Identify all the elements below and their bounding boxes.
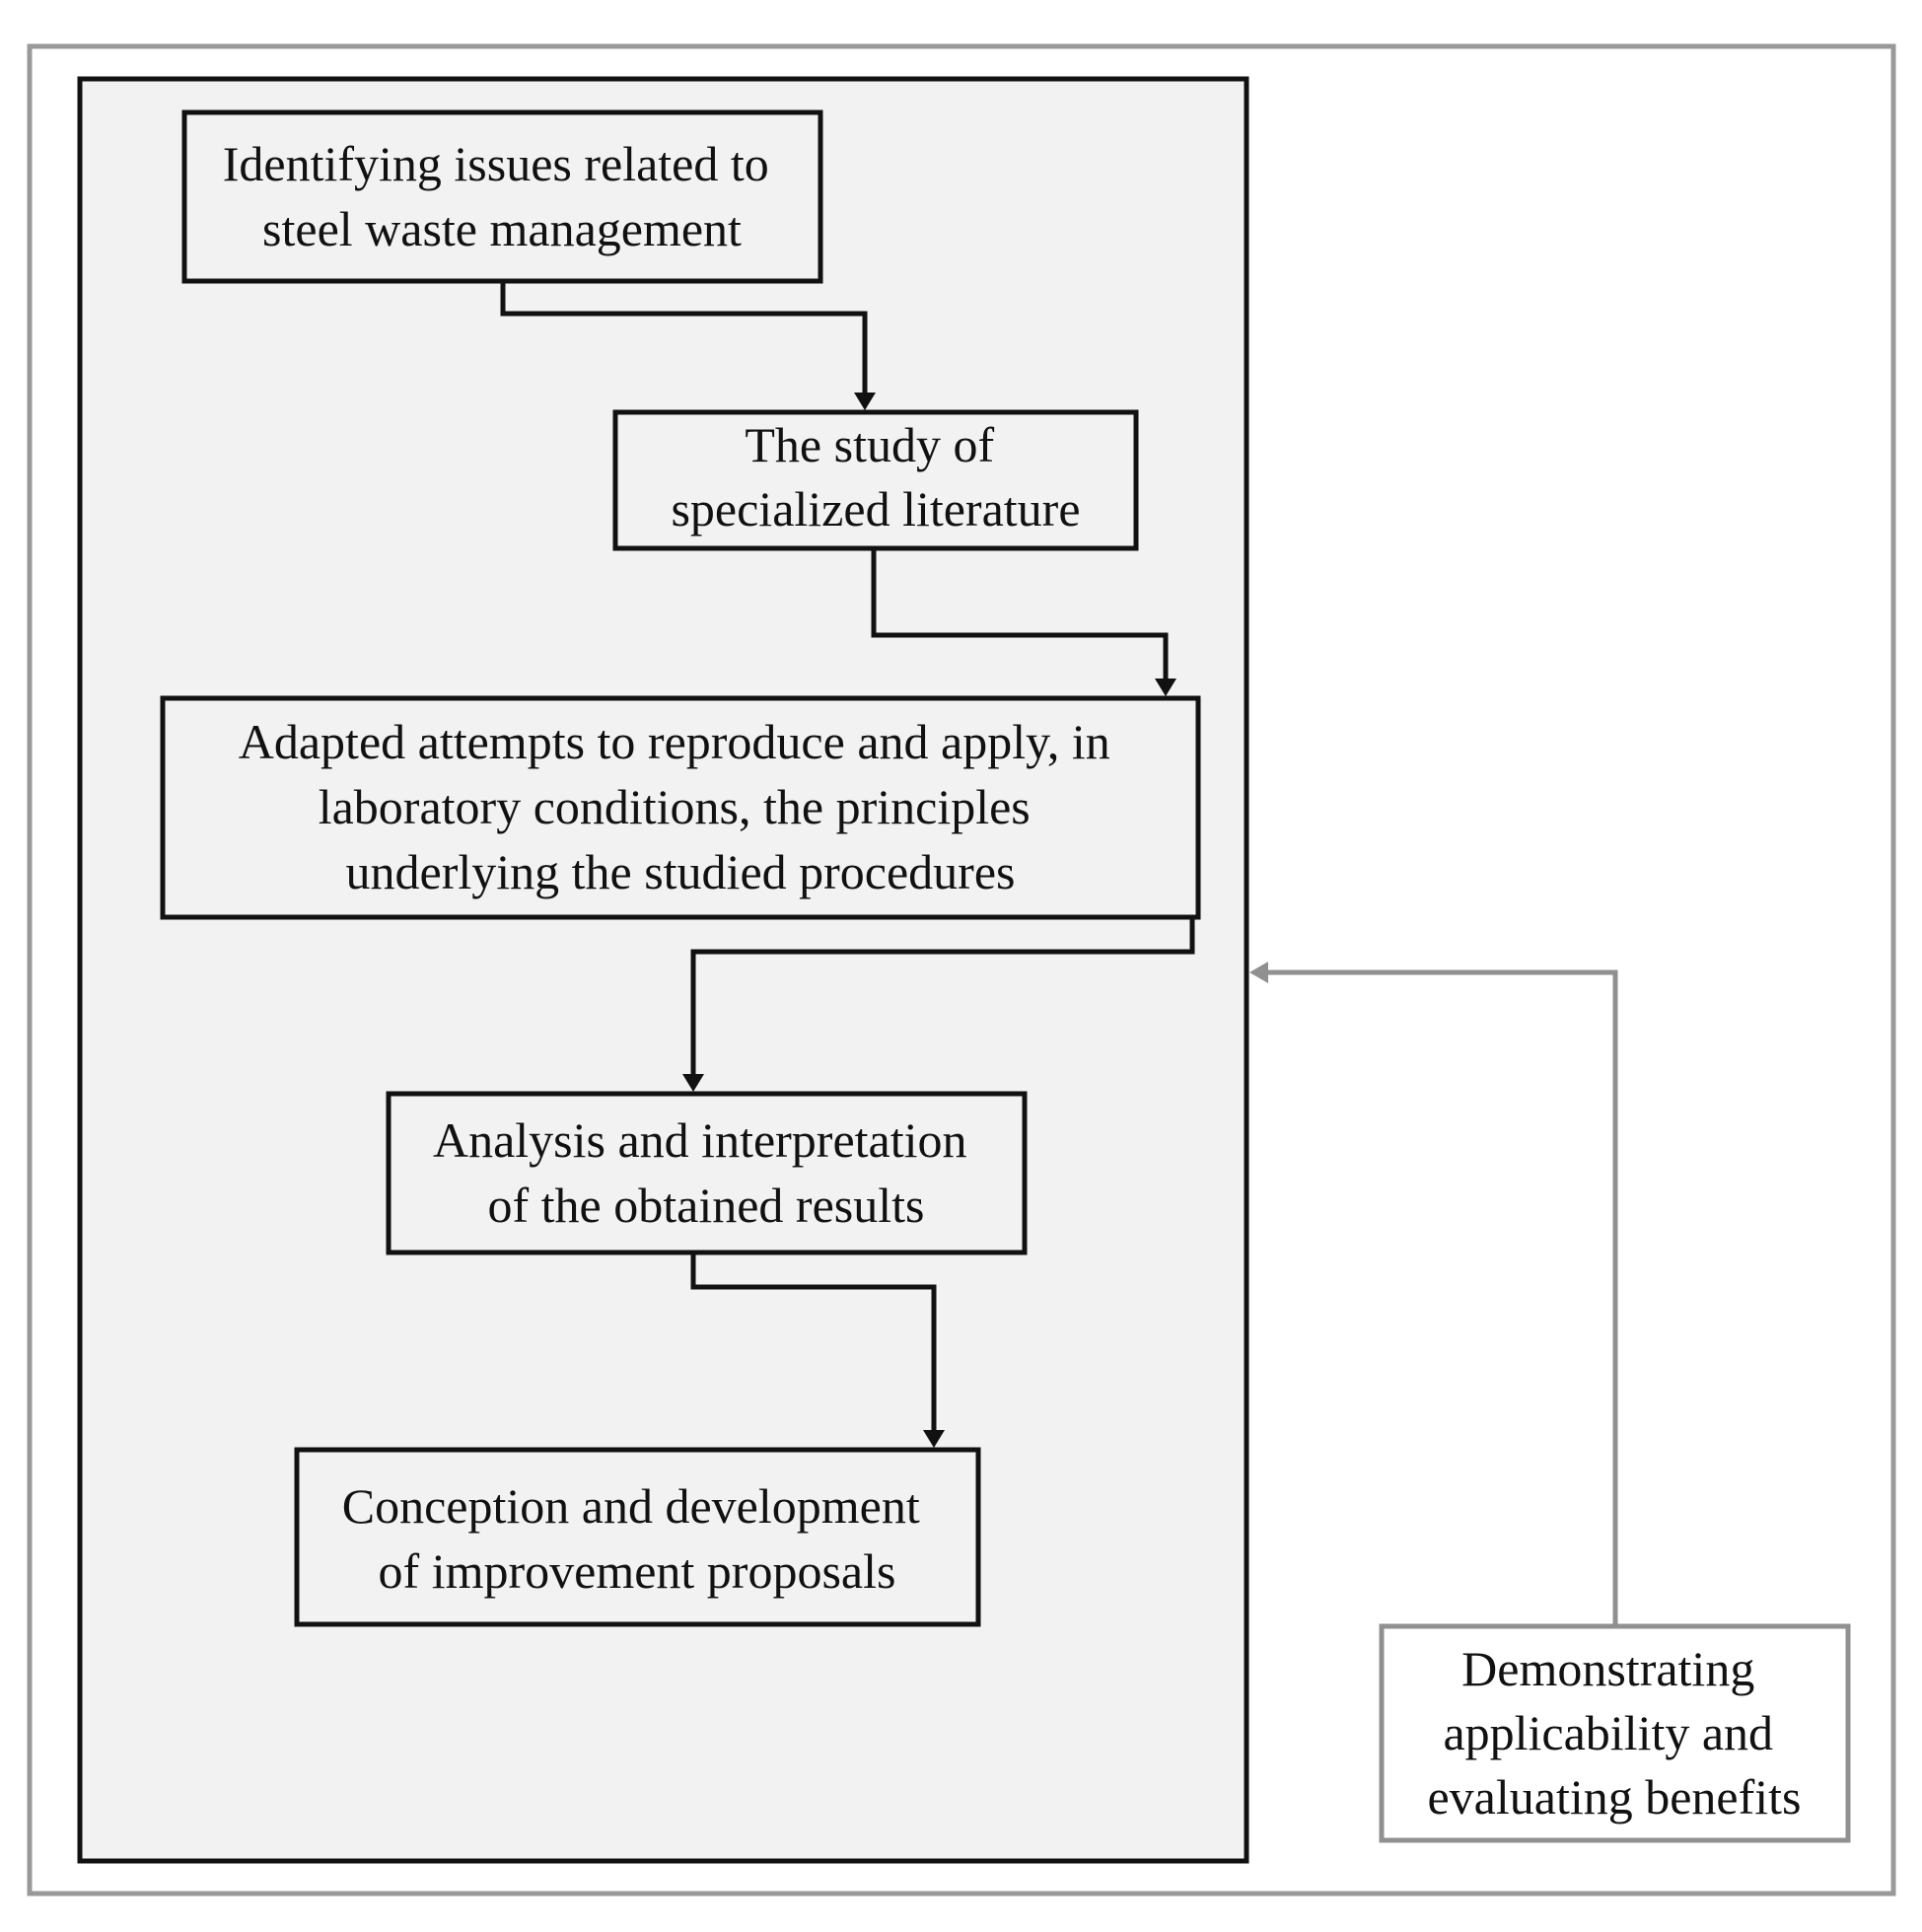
connector-step1-step2 bbox=[500, 279, 868, 396]
step-box-label: Analysis and interpretation of the obtai… bbox=[433, 1112, 979, 1233]
step-line: The study of bbox=[745, 417, 994, 472]
step-box-improvement-proposals: Conception and development of improvemen… bbox=[294, 1447, 981, 1627]
connector-step4-step5 bbox=[690, 1252, 937, 1434]
step-line: Conception and development bbox=[342, 1478, 920, 1534]
step-box-label: Conception and development of improvemen… bbox=[342, 1478, 932, 1599]
step-line: of the obtained results bbox=[488, 1178, 925, 1233]
feedback-line: applicability and bbox=[1443, 1705, 1773, 1760]
step-line: of improvement proposals bbox=[379, 1543, 896, 1599]
feedback-box-demonstrating-applicability: Demonstrating applicability and evaluati… bbox=[1379, 1623, 1851, 1843]
step-box-laboratory-reproduction: Adapted attempts to reproduce and apply,… bbox=[160, 695, 1201, 920]
feedback-box-label: Demonstrating applicability and evaluati… bbox=[1427, 1641, 1801, 1825]
connector-step3-step4 bbox=[690, 917, 1195, 1078]
connector-step2-step3 bbox=[871, 548, 1169, 682]
step-line: Adapted attempts to reproduce and apply,… bbox=[239, 714, 1110, 769]
step-box-label: Identifying issues related to steel wast… bbox=[223, 136, 782, 256]
step-box-label: Adapted attempts to reproduce and apply,… bbox=[239, 714, 1122, 899]
step-box-literature-study: The study of specialized literature bbox=[612, 409, 1139, 551]
arrowhead-step2 bbox=[854, 393, 876, 410]
step-box-label: The study of specialized literature bbox=[671, 417, 1080, 537]
step-line: Identifying issues related to bbox=[223, 136, 769, 191]
connectors bbox=[500, 279, 1195, 1448]
connector-feedback-panel bbox=[1266, 969, 1618, 1626]
arrowhead-feedback bbox=[1249, 962, 1268, 983]
feedback-connector bbox=[1249, 962, 1618, 1626]
step-line: steel waste management bbox=[262, 201, 742, 256]
step-line: laboratory conditions, the principles bbox=[319, 779, 1031, 834]
arrowhead-step4 bbox=[682, 1074, 704, 1092]
arrowhead-step3 bbox=[1155, 679, 1176, 696]
step-line: Analysis and interpretation bbox=[433, 1112, 967, 1168]
step-box-analysis: Analysis and interpretation of the obtai… bbox=[386, 1091, 1028, 1255]
step-line: underlying the studied procedures bbox=[346, 844, 1016, 899]
feedback-line: Demonstrating bbox=[1461, 1641, 1754, 1696]
step-box-identifying-issues: Identifying issues related to steel wast… bbox=[181, 109, 823, 284]
feedback-line: evaluating benefits bbox=[1427, 1769, 1801, 1825]
arrowhead-step5 bbox=[923, 1430, 945, 1448]
step-line: specialized literature bbox=[671, 481, 1080, 537]
